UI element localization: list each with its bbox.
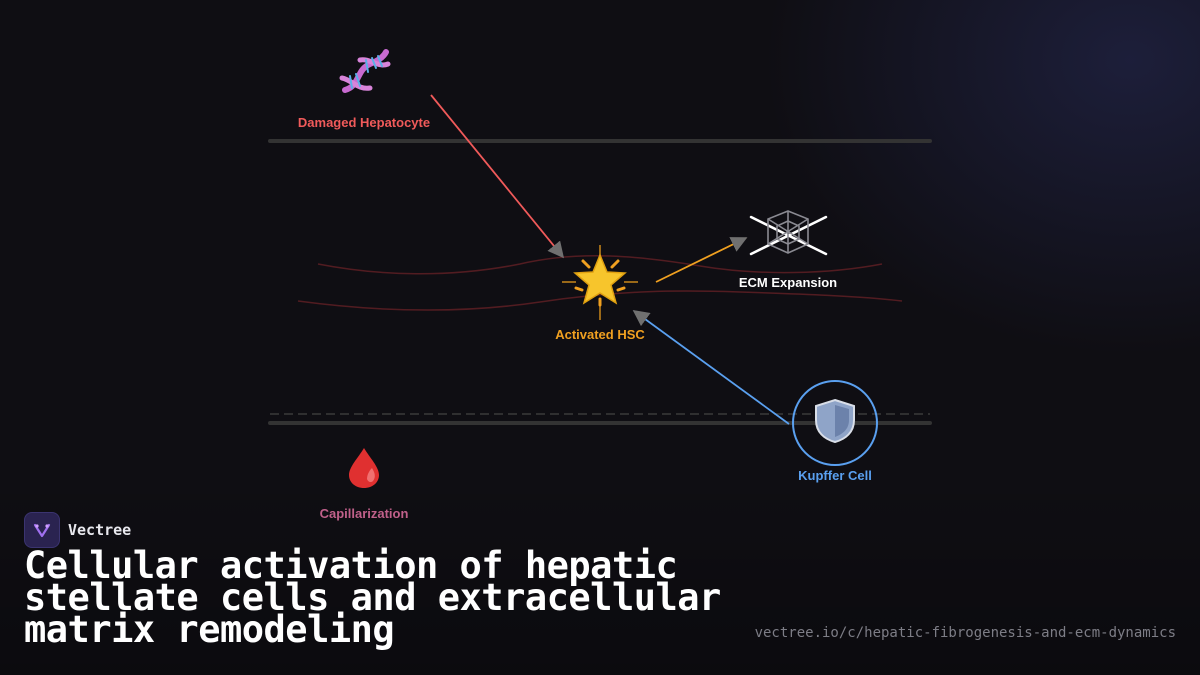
arrow-kupffer-to-hsc bbox=[632, 310, 790, 425]
dna-icon bbox=[339, 49, 391, 93]
vectree-logo-icon bbox=[24, 512, 60, 548]
spider-web-icon bbox=[767, 210, 809, 254]
collagen-fiber-1 bbox=[317, 255, 883, 275]
kupffer-cell-circle bbox=[792, 380, 878, 466]
label-activated-hsc: Activated HSC bbox=[555, 327, 645, 342]
collagen-fiber-2 bbox=[297, 290, 903, 311]
arrow-hepatocyte-to-hsc bbox=[430, 94, 565, 259]
brand: Vectree bbox=[24, 512, 131, 548]
page-title: Cellular activation of hepatic stellate … bbox=[24, 544, 721, 651]
label-kupffer-cell: Kupffer Cell bbox=[798, 468, 872, 483]
brand-name: Vectree bbox=[68, 521, 132, 539]
label-damaged-hepatocyte: Damaged Hepatocyte bbox=[297, 115, 431, 130]
label-capillarization: Capillarization bbox=[319, 506, 409, 521]
label-ecm-expansion: ECM Expansion bbox=[738, 275, 838, 290]
source-url[interactable]: vectree.io/c/hepatic-fibrogenesis-and-ec… bbox=[754, 625, 1176, 641]
shield-icon bbox=[815, 398, 855, 444]
blood-drop-icon bbox=[349, 448, 379, 488]
glowing-star-icon bbox=[573, 253, 627, 307]
arrow-hsc-to-ecm bbox=[655, 237, 748, 283]
